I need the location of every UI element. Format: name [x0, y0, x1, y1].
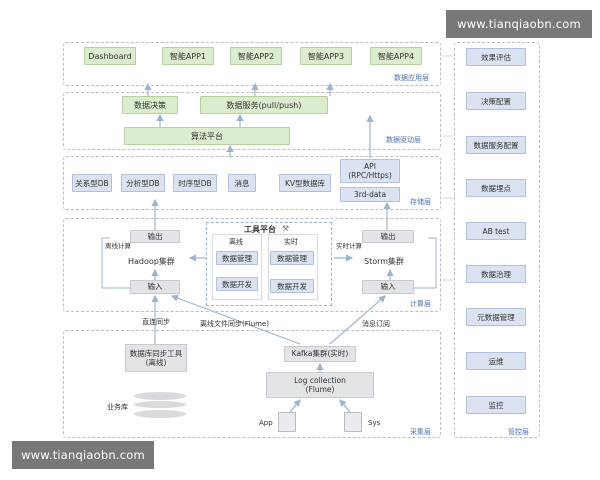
- app-smart-2: 智能APP2: [230, 47, 282, 65]
- control-data-governance: 数据治理: [466, 265, 526, 283]
- storage-3rd-data: 3rd-data: [340, 187, 400, 202]
- storm-output: 输出: [362, 230, 414, 243]
- storage-relational-db: 关系型DB: [72, 174, 112, 192]
- tools-realtime-data-dev: 数据开发: [270, 279, 314, 293]
- storage-message: 消息: [228, 174, 256, 192]
- sys-file-icon: [344, 412, 362, 432]
- tools-offline-data-mgmt: 数据管理: [216, 251, 258, 265]
- control-decision-config: 决策配置: [466, 92, 526, 110]
- storage-analytic-db: 分析型DB: [121, 174, 165, 192]
- data-decision: 数据决策: [122, 96, 178, 114]
- data-service: 数据服务(pull/push): [200, 96, 328, 114]
- tools-platform-title: 工具平台: [244, 225, 276, 234]
- business-db-label: 业务库: [107, 403, 128, 411]
- business-db-icon: [134, 392, 186, 418]
- compute-layer-label: 计算层: [410, 300, 431, 308]
- db-sync-tool: 数据库同步工具 (离线): [125, 344, 187, 372]
- algorithm-platform: 算法平台: [124, 127, 290, 145]
- kafka-cluster: Kafka集群(实时): [284, 346, 356, 362]
- control-ab-test: AB test: [466, 222, 526, 240]
- direct-sync-label: 直连同步: [142, 318, 170, 326]
- driver-layer-label: 数据驱动层: [386, 136, 421, 144]
- control-layer: [454, 42, 540, 438]
- tools-realtime-label: 实时: [284, 238, 298, 246]
- storm-tag: 实时计算: [336, 242, 362, 250]
- storage-kv-db: KV型数据库: [279, 174, 331, 192]
- control-metadata-mgmt: 元数据管理: [466, 308, 526, 326]
- app-smart-1: 智能APP1: [162, 47, 214, 65]
- tools-offline-label: 离线: [229, 238, 243, 246]
- storage-layer-label: 存储层: [410, 198, 431, 206]
- application-layer-label: 数据应用层: [394, 74, 429, 82]
- control-data-tracking: 数据埋点: [466, 179, 526, 197]
- storm-cluster: Storm集群: [364, 257, 405, 266]
- control-monitoring: 监控: [466, 396, 526, 414]
- app-dashboard: Dashboard: [84, 47, 136, 65]
- msg-subscribe-label: 消息订阅: [362, 320, 390, 328]
- tools-offline-data-dev: 数据开发: [216, 277, 258, 291]
- compute-layer: [63, 218, 441, 312]
- storage-api: API (RPC/Https): [340, 159, 400, 183]
- watermark-top: www.tianqiaobn.com: [446, 10, 592, 38]
- hadoop-output: 输出: [130, 230, 180, 243]
- tools-realtime-group: [268, 234, 318, 300]
- tools-realtime-data-mgmt: 数据管理: [270, 251, 314, 265]
- storm-input: 输入: [362, 280, 414, 294]
- control-data-service-config: 数据服务配置: [466, 136, 526, 154]
- collect-layer-label: 采集层: [410, 428, 431, 436]
- control-layer-label: 管控层: [508, 428, 529, 436]
- control-ops: 运维: [466, 352, 526, 370]
- app-smart-3: 智能APP3: [300, 47, 352, 65]
- log-collection: Log collection (Flume): [266, 372, 374, 398]
- watermark-bottom: www.tianqiaobn.com: [12, 441, 154, 469]
- control-effect-evaluation: 效果评估: [466, 48, 526, 66]
- hadoop-cluster: Hadoop集群: [128, 257, 175, 266]
- application-layer: [63, 42, 441, 86]
- sys-source-label: Sys: [368, 419, 381, 427]
- tools-icon: ⚒: [282, 224, 290, 233]
- tools-platform: [206, 222, 332, 306]
- app-source-label: App: [259, 419, 273, 427]
- storage-timeseries-db: 时序型DB: [173, 174, 217, 192]
- app-smart-4: 智能APP4: [370, 47, 422, 65]
- storage-layer: [63, 156, 441, 210]
- hadoop-input: 输入: [130, 280, 180, 294]
- collect-layer: [63, 330, 441, 438]
- tools-offline-group: [212, 234, 262, 300]
- driver-layer: [63, 92, 441, 150]
- app-file-icon: [278, 412, 296, 432]
- hadoop-tag: 离线计算: [105, 242, 131, 250]
- file-sync-label: 离线文件同步(Flume): [200, 320, 269, 328]
